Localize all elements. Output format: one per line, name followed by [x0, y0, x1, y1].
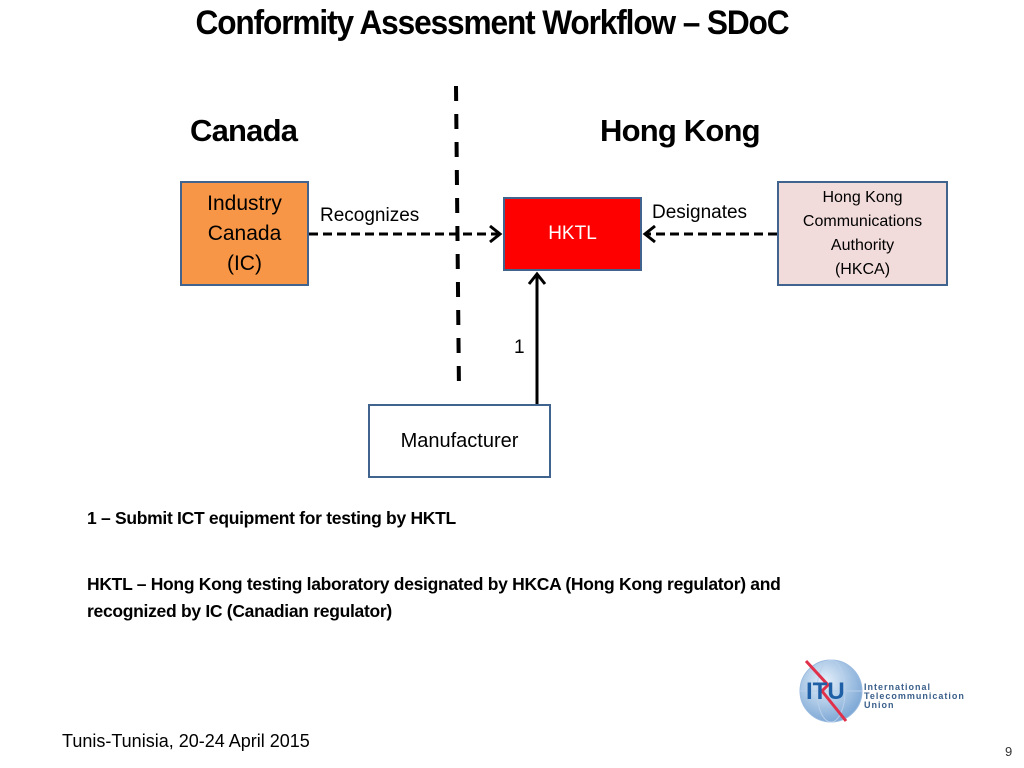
node-label: Manufacturer — [400, 429, 519, 452]
node-label-line: Hong Kong — [822, 188, 903, 206]
designates-arrowhead — [642, 224, 656, 244]
footer-event-info: Tunis-Tunisia, 20-24 April 2015 — [62, 731, 310, 751]
itu-globe-icon: ITU — [799, 659, 863, 723]
node-hkca: Hong Kong Communications Authority (HKCA… — [777, 181, 948, 286]
submit-arrowhead — [527, 271, 547, 285]
node-industry-canada: Industry Canada (IC) — [180, 181, 309, 286]
edge-label-recognizes: Recognizes — [320, 205, 420, 226]
region-label-hong-kong: Hong Kong — [600, 113, 761, 148]
node-label-line: Authority — [830, 236, 895, 254]
page-title: Conformity Assessment Workflow – SDoC — [195, 4, 789, 42]
node-label-line: Communications — [802, 212, 923, 230]
itu-logo: ITU International Telecommunication Unio… — [798, 655, 978, 727]
node-label-line: Canada — [207, 221, 282, 245]
note-hktl-definition-line-2: recognized by IC (Canadian regulator) — [87, 601, 392, 621]
itu-logo-line: Telecommunication — [864, 691, 965, 701]
edge-label-designates: Designates — [652, 202, 748, 223]
slide-page-number: 9 — [1005, 744, 1013, 759]
node-hktl: HKTL — [503, 197, 642, 271]
svg-text:ITU: ITU — [806, 678, 845, 705]
node-label-line: Industry — [207, 191, 282, 215]
node-label: HKTL — [548, 223, 597, 244]
itu-logo-line: International — [864, 682, 932, 692]
node-label-line: (IC) — [226, 251, 262, 275]
node-manufacturer: Manufacturer — [368, 404, 551, 478]
note-step-1: 1 – Submit ICT equipment for testing by … — [87, 508, 456, 528]
recognizes-arrowhead — [489, 224, 503, 244]
edge-label-step-1: 1 — [514, 337, 525, 358]
region-label-canada: Canada — [190, 113, 298, 148]
border-divider-line — [454, 85, 461, 393]
node-label-line: (HKCA) — [834, 260, 891, 278]
note-hktl-definition-line-1: HKTL – Hong Kong testing laboratory desi… — [87, 574, 781, 594]
itu-logo-line: Union — [864, 700, 895, 710]
